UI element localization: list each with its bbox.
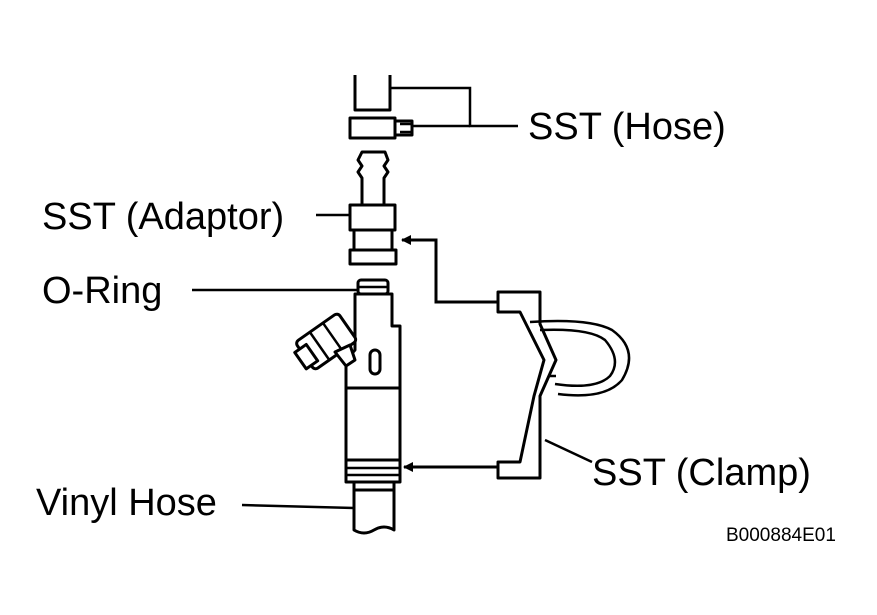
vinyl-hose [241,488,396,535]
label-o-ring: O-Ring [42,270,163,312]
arrow-to-adaptor [401,235,498,304]
sst-clamp [496,290,631,480]
label-sst-hose: SST (Hose) [528,106,726,148]
label-sst-clamp: SST (Clamp) [592,452,811,494]
sst-hose [348,75,518,140]
label-sst-adaptor: SST (Adaptor) [42,196,285,238]
figure-code: B000884E01 [726,525,836,546]
label-vinyl-hose: Vinyl Hose [36,482,217,524]
sst-adaptor [316,150,398,266]
fuel-injector [192,278,402,492]
